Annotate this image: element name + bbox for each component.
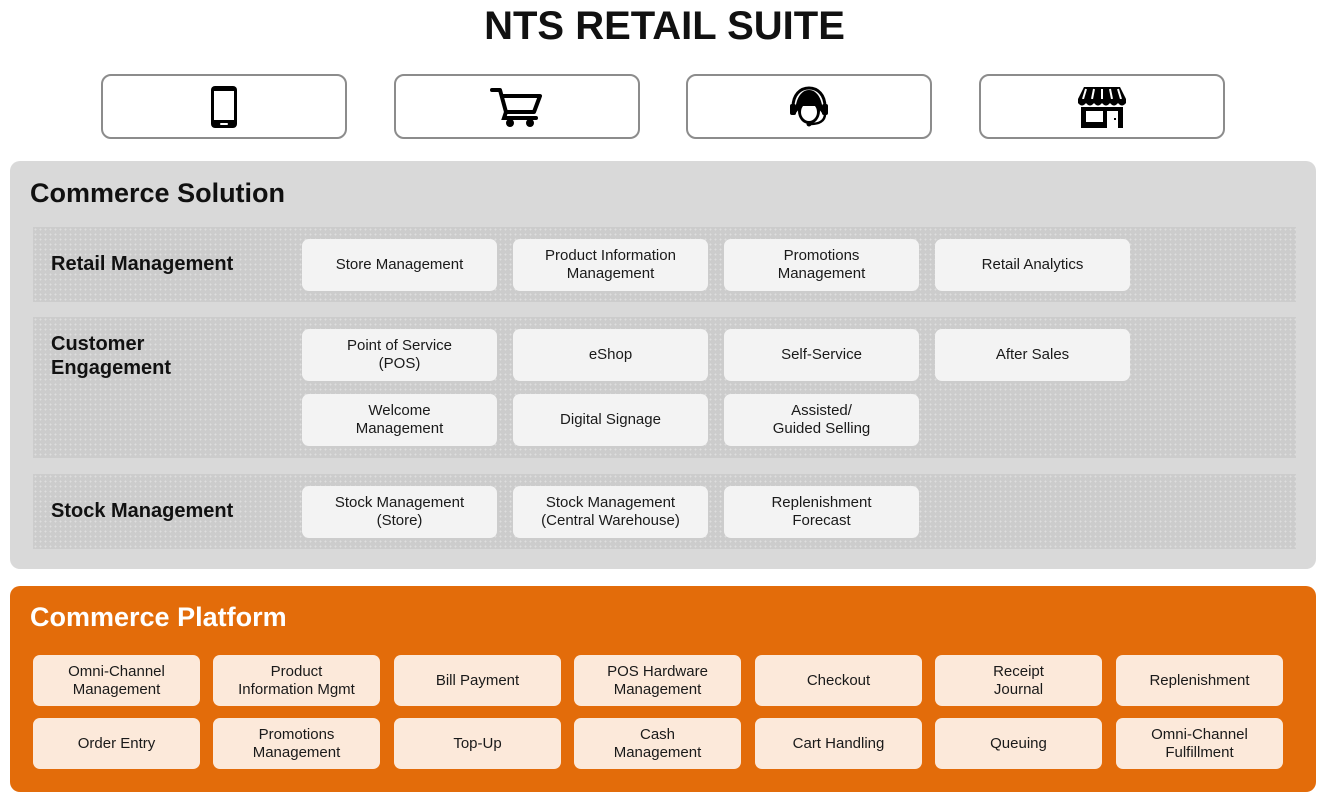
store-management-box: Store Management — [302, 239, 497, 291]
replenishment-forecast-box: Replenishment Forecast — [724, 486, 919, 538]
commerce-solution-title: Commerce Solution — [30, 178, 286, 208]
stock-management-store-box: Stock Management (Store) — [302, 486, 497, 538]
platform-item: Order Entry — [33, 718, 200, 769]
page-title: NTS RETAIL SUITE — [484, 4, 845, 48]
platform-item: Queuing — [935, 718, 1102, 769]
platform-item: Cash Management — [574, 718, 741, 769]
promotions-management-box: Promotions Management — [724, 239, 919, 291]
welcome-management-box: Welcome Management — [302, 394, 497, 446]
mobile-phone-icon — [211, 85, 237, 128]
assisted-guided-selling-box: Assisted/ Guided Selling — [724, 394, 919, 446]
platform-item: Omni-Channel Management — [33, 655, 200, 706]
retail-management-label: Retail Management — [51, 253, 234, 275]
platform-item: Omni-Channel Fulfillment — [1116, 718, 1283, 769]
commerce-platform-title: Commerce Platform — [30, 602, 287, 632]
platform-item: POS Hardware Management — [574, 655, 741, 706]
point-of-service-box: Point of Service (POS) — [302, 329, 497, 381]
channel-store — [979, 74, 1225, 139]
call-center-agent-icon — [790, 85, 828, 126]
eshop-box: eShop — [513, 329, 708, 381]
stock-management-central-warehouse-box: Stock Management (Central Warehouse) — [513, 486, 708, 538]
channel-call-center — [686, 74, 932, 139]
platform-item: Bill Payment — [394, 655, 561, 706]
channel-mobile — [101, 74, 347, 139]
digital-signage-box: Digital Signage — [513, 394, 708, 446]
after-sales-box: After Sales — [935, 329, 1130, 381]
platform-item: Receipt Journal — [935, 655, 1102, 706]
stock-management-band: Stock Management Stock Management (Store… — [33, 474, 1296, 549]
product-information-management-box: Product Information Management — [513, 239, 708, 291]
channel-eshop — [394, 74, 640, 139]
stock-management-label: Stock Management — [51, 500, 234, 522]
shopping-cart-icon — [490, 87, 542, 127]
retail-analytics-box: Retail Analytics — [935, 239, 1130, 291]
commerce-solution-panel: Commerce Solution Retail Management Stor… — [10, 161, 1316, 569]
retail-management-band: Retail Management Store Management Produ… — [33, 227, 1296, 302]
customer-engagement-band: Customer Engagement Point of Service (PO… — [33, 317, 1296, 458]
platform-item: Top-Up — [394, 718, 561, 769]
customer-engagement-label: Customer Engagement — [51, 333, 172, 379]
platform-item: Checkout — [755, 655, 922, 706]
platform-item: Product Information Mgmt — [213, 655, 380, 706]
self-service-box: Self-Service — [724, 329, 919, 381]
platform-item: Promotions Management — [213, 718, 380, 769]
platform-item: Replenishment — [1116, 655, 1283, 706]
storefront-icon — [1078, 86, 1126, 128]
commerce-platform-panel: Commerce Platform Omni-Channel Managemen… — [10, 586, 1316, 792]
platform-item: Cart Handling — [755, 718, 922, 769]
